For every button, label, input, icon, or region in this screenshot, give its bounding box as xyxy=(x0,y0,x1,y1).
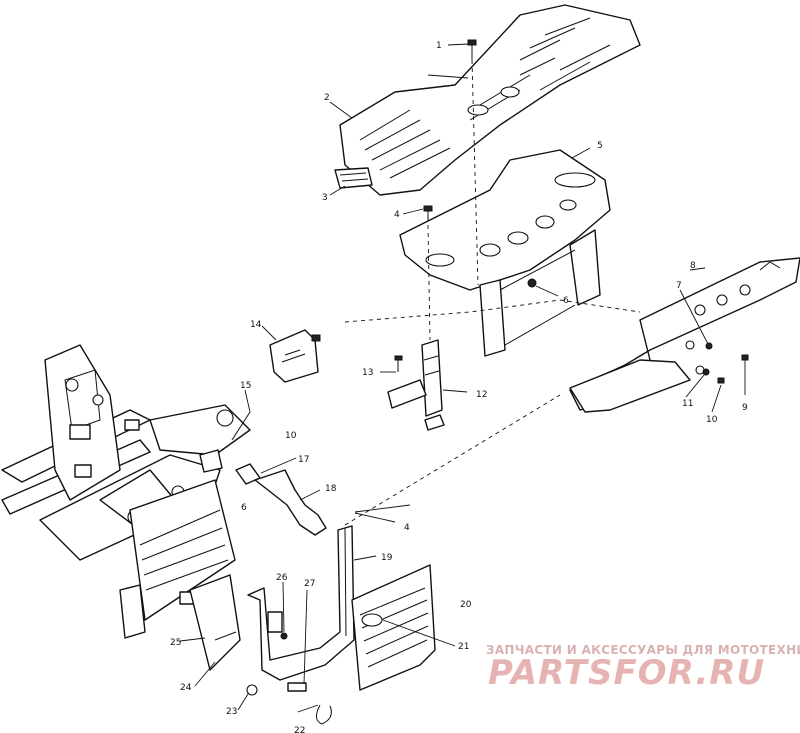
callout-22: 22 xyxy=(294,726,305,733)
callout-10b: 10 xyxy=(285,431,297,441)
part-5-rack-support xyxy=(399,149,611,357)
part-1-bolt xyxy=(467,39,477,60)
callout-4: 4 xyxy=(394,210,400,220)
callout-25: 25 xyxy=(170,638,181,648)
callout-21: 21 xyxy=(458,642,469,652)
callout-3: 3 xyxy=(322,193,328,203)
part-3-reflector xyxy=(334,167,373,189)
part-12-bracket xyxy=(387,339,445,431)
callout-18: 18 xyxy=(325,484,337,494)
callout-19: 19 xyxy=(381,553,393,563)
watermark-brand: PARTSFOR.RU xyxy=(488,653,765,693)
part-13-screw xyxy=(394,355,403,372)
callout-1: 1 xyxy=(436,41,442,51)
callout-9: 9 xyxy=(742,403,748,413)
callout-26: 26 xyxy=(276,573,288,583)
callout-labels: 1 2 3 4 5 6 8 7 9 10 11 12 13 14 15 10 1… xyxy=(170,41,748,733)
watermark-tagline: ЗАПЧАСТИ И АКСЕССУАРЫ ДЛЯ МОТОТЕХНИКИ xyxy=(486,643,800,657)
watermark: ЗАПЧАСТИ И АКСЕССУАРЫ ДЛЯ МОТОТЕХНИКИ PA… xyxy=(486,643,800,693)
bumper-fasteners xyxy=(702,342,749,384)
callout-5: 5 xyxy=(597,141,603,151)
callout-8: 8 xyxy=(690,261,696,271)
callout-13: 13 xyxy=(362,368,373,378)
callout-2: 2 xyxy=(324,93,330,103)
part-8-bumper xyxy=(569,257,800,413)
vehicle-frame xyxy=(1,344,251,639)
hose-assembly xyxy=(199,411,327,536)
part-14-tail-light xyxy=(269,329,321,383)
callout-17: 17 xyxy=(298,455,309,465)
callout-7: 7 xyxy=(676,281,682,291)
callout-14: 14 xyxy=(250,320,262,330)
small-hardware xyxy=(189,574,332,725)
callout-11: 11 xyxy=(682,399,693,409)
leader-lines xyxy=(179,43,746,713)
callout-4b: 4 xyxy=(404,523,410,533)
callout-6b: 6 xyxy=(241,503,247,513)
callout-10: 10 xyxy=(706,415,718,425)
part-2-rack-panel xyxy=(339,4,641,196)
part-20-mud-flap xyxy=(351,564,436,691)
callout-20: 20 xyxy=(460,600,472,610)
part-6-nut xyxy=(527,278,537,288)
callout-15: 15 xyxy=(240,381,251,391)
part-19-frame xyxy=(247,525,355,681)
callout-12: 12 xyxy=(476,390,487,400)
callout-6: 6 xyxy=(563,296,569,306)
callout-27: 27 xyxy=(304,579,315,589)
callout-24: 24 xyxy=(180,683,192,693)
callout-23: 23 xyxy=(226,707,237,717)
